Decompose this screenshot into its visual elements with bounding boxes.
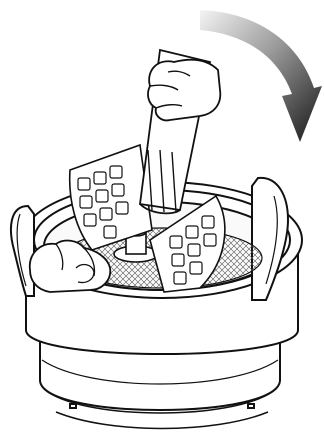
pot-base-edge: [56, 412, 268, 429]
pot-handle-left: [11, 206, 34, 296]
basket-panel-left: [70, 145, 152, 250]
hand-icon: [148, 60, 220, 121]
